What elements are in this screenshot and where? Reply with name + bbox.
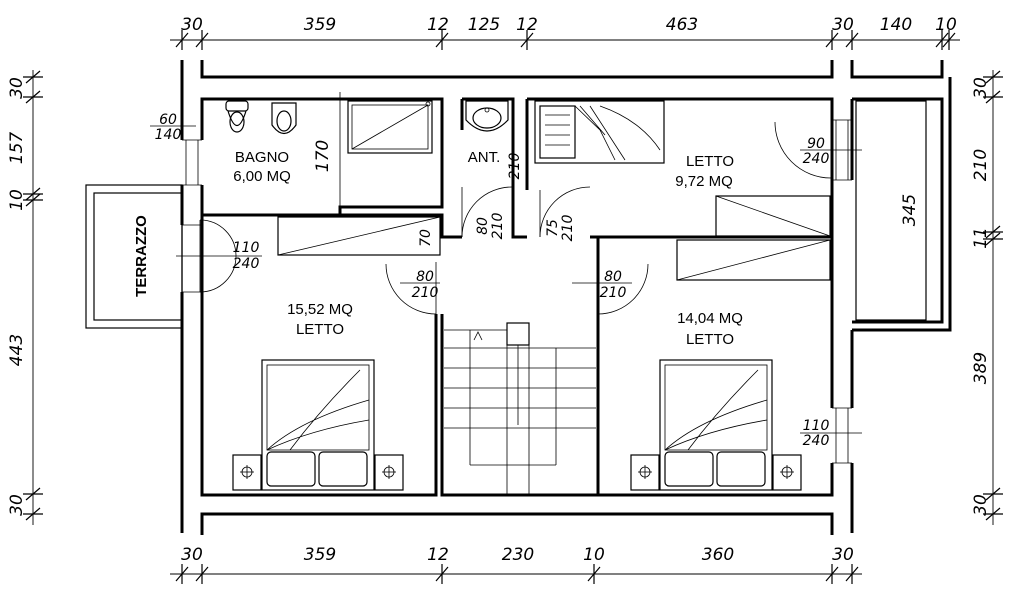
letto2-furniture: 15,52 MQ LETTO [232, 301, 404, 491]
door-left-width: 80 [416, 269, 434, 285]
bagno-name: BAGNO [235, 149, 289, 166]
bagno-shower-height: 170 [313, 140, 333, 172]
letto1-area: 9,72 MQ [675, 173, 733, 190]
door-right-height: 210 [600, 285, 627, 301]
top-dim-9: 10 [935, 15, 957, 35]
top-dim-2: 359 [304, 15, 336, 35]
right-dim-1: 30 [971, 77, 991, 99]
terrazzo-door-width: 110 [233, 240, 260, 256]
letto1-name: LETTO [686, 153, 734, 170]
top-dim-5: 12 [516, 15, 538, 35]
letto1-window-height: 240 [803, 151, 830, 167]
letto1-furniture: LETTO 9,72 MQ [534, 100, 831, 237]
staircase [444, 322, 596, 495]
ant-label: ANT. [468, 149, 501, 166]
top-dim-3: 12 [427, 15, 449, 35]
letto3-closet [676, 239, 831, 281]
bagno-window-width: 60 [159, 112, 177, 128]
letto2-closet: 70 [277, 216, 441, 256]
left-dim-1: 30 [7, 77, 27, 99]
bottom-dim-6: 360 [702, 545, 734, 565]
right-dim-4: 389 [971, 352, 991, 384]
wardrobe-length: 345 [900, 194, 920, 226]
terrazzo-label: TERRAZZO [133, 215, 150, 297]
door-left-height: 210 [412, 285, 439, 301]
letto3-area: 14,04 MQ [677, 310, 743, 327]
top-dimension-chain: 30 359 12 125 12 463 30 140 10 [170, 15, 960, 50]
right-dim-3: 11 [971, 227, 991, 249]
bottom-dim-3: 12 [427, 545, 449, 565]
top-dim-4: 125 [468, 15, 500, 35]
top-dim-7: 30 [832, 15, 854, 35]
left-dim-5: 30 [7, 494, 27, 516]
terrazzo: TERRAZZO [85, 184, 183, 329]
bottom-dim-5: 10 [583, 545, 605, 565]
top-dim-1: 30 [181, 15, 203, 35]
left-dimension-chain: 30 157 10 443 30 [7, 70, 43, 525]
top-dim-8: 140 [880, 15, 912, 35]
bagno-window-height: 140 [155, 127, 182, 143]
left-dim-4: 443 [7, 334, 27, 366]
bottom-dim-7: 30 [832, 545, 854, 565]
right-wardrobe: 345 [855, 100, 927, 321]
letto2-area: 15,52 MQ [287, 301, 353, 318]
bagno-area: 6,00 MQ [233, 168, 291, 185]
door-right-width: 80 [604, 269, 622, 285]
letto3-window-height: 240 [803, 433, 830, 449]
letto1-door-width: 75 [545, 219, 561, 237]
ant-fixtures: ANT. [465, 100, 509, 166]
letto1-door-height: 210 [560, 215, 576, 242]
top-dim-6: 463 [666, 15, 698, 35]
right-dim-5: 30 [971, 494, 991, 516]
bagno-door-width: 80 [475, 217, 491, 235]
bottom-dim-2: 359 [304, 545, 336, 565]
interior-walls [200, 97, 944, 497]
letto3-window-width: 110 [803, 418, 830, 434]
bottom-dim-4: 230 [502, 545, 534, 565]
openings: 60 140 110 240 90 240 110 240 80 210 [150, 112, 862, 464]
bottom-dim-1: 30 [181, 545, 203, 565]
right-dim-2: 210 [971, 149, 991, 181]
bottom-dimension-chain: 30 359 12 230 10 360 30 [170, 545, 862, 584]
bagno-door-height: 210 [490, 213, 506, 240]
closet-depth: 70 [418, 229, 434, 247]
bagno-fixtures: 170 BAGNO 6,00 MQ [225, 92, 433, 215]
right-dimension-chain: 30 210 11 389 30 [971, 70, 1003, 525]
left-dim-2: 157 [7, 132, 27, 165]
letto1-window-width: 90 [807, 136, 825, 152]
left-dim-3: 10 [7, 189, 27, 211]
terrazzo-door-height: 240 [233, 256, 260, 272]
outer-walls [180, 60, 952, 535]
letto2-name: LETTO [296, 321, 344, 338]
letto3-name: LETTO [686, 331, 734, 348]
ant-door-height: 210 [507, 153, 523, 180]
letto3-furniture: 14,04 MQ LETTO [630, 310, 802, 491]
